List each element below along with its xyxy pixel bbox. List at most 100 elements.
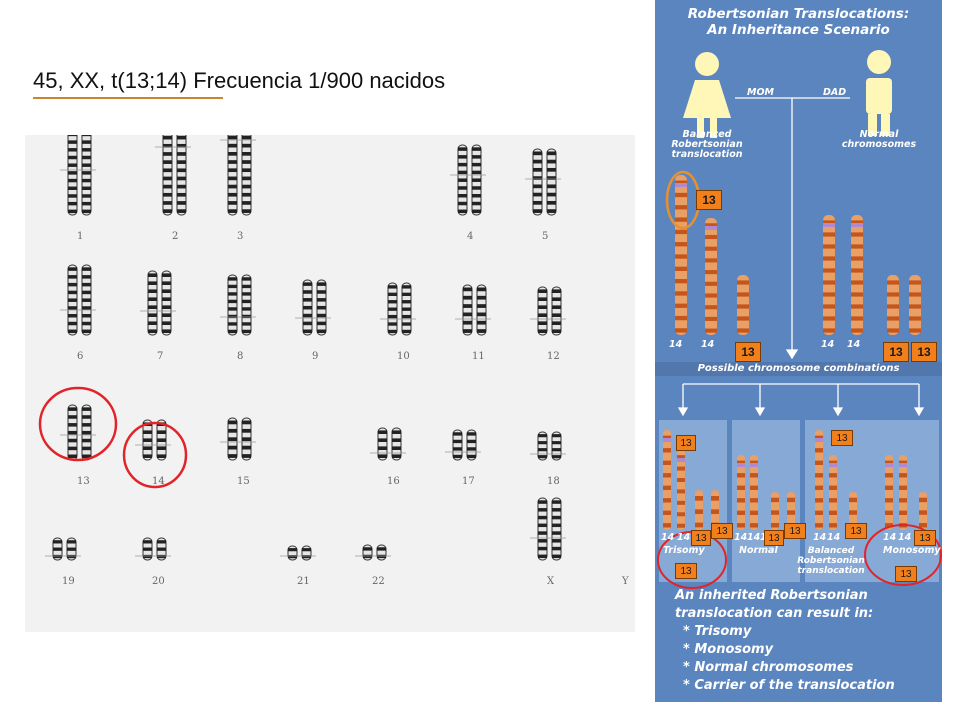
- chromosome-1-a: [67, 135, 78, 216]
- karyotype-label-17: 17: [462, 476, 475, 487]
- chromosome-8-a: [227, 274, 238, 336]
- karyotype-label-13: 13: [77, 476, 90, 487]
- inheritance-connectors: [677, 97, 925, 417]
- outcome-trisomy: Trisomy: [663, 545, 705, 556]
- chromosome-15-a: [227, 417, 238, 461]
- o3-translocation-chromosome: [815, 430, 823, 530]
- outcome-monosomy: Monosomy: [883, 545, 941, 556]
- chromosome-1-b: [81, 135, 92, 216]
- tag-13-o1-b: 13: [711, 523, 733, 539]
- chromosome-X-b: [551, 497, 562, 561]
- chromosome-10-b: [401, 282, 412, 336]
- o2-chromosome-13-a: [771, 492, 779, 530]
- o4-chromosome-14-b: [899, 455, 907, 530]
- chromosome-21-b: [301, 545, 312, 561]
- chromosome-7-a: [147, 270, 158, 336]
- chromosome-14-b: [156, 419, 167, 461]
- dad-chrom-label-a: 14: [821, 339, 835, 350]
- poster-title-line1: Robertsonian Translocations:: [687, 6, 910, 22]
- karyotype-label-7: 7: [157, 351, 163, 362]
- karyotype-label-15: 15: [237, 476, 250, 487]
- chromosome-5-a: [532, 148, 543, 216]
- karyotype-label-10: 10: [397, 351, 410, 362]
- mom-chromosome-14: [705, 218, 717, 335]
- tag-13-o2-a: 13: [764, 530, 784, 546]
- karyotype-label-X: X: [547, 576, 555, 587]
- chromosome-4-a: [457, 144, 468, 216]
- o1-label-a: 14: [661, 532, 675, 543]
- karyotype-label-12: 12: [547, 351, 560, 362]
- summary-item-2: * Monosomy: [683, 642, 774, 657]
- summary-title-line2: translocation can result in:: [675, 606, 874, 621]
- o1-translocation-chromosome: [663, 430, 671, 530]
- tag-13-mom-translocation: 13: [696, 190, 722, 210]
- chromosome-2-a: [162, 135, 173, 216]
- chromosome-9-b: [316, 279, 327, 336]
- o4-chromosome-13: [919, 492, 927, 530]
- chromosome-X-a: [537, 497, 548, 561]
- chromosome-20-b: [156, 537, 167, 561]
- karyotype-label-9: 9: [312, 351, 318, 362]
- tag-13-dad-b: 13: [911, 342, 937, 362]
- chromosome-9-a: [302, 279, 313, 336]
- mom-chrom-label-b: 14: [701, 339, 715, 350]
- karyotype-label-22: 22: [372, 576, 385, 587]
- mom-label: MOM: [747, 87, 774, 98]
- mom-figure-icon: [683, 52, 731, 138]
- karyotype-label-6: 6: [77, 351, 83, 362]
- chromosome-20-a: [142, 537, 153, 561]
- chromosome-12-a: [537, 286, 548, 336]
- chromosome-6-a: [67, 264, 78, 336]
- poster-title-line2: An Inheritance Scenario: [707, 22, 890, 38]
- o4-label-b: 14: [898, 532, 912, 543]
- chromosome-16-b: [391, 427, 402, 461]
- chromosome-15-b: [241, 417, 252, 461]
- chromosome-2-b: [176, 135, 187, 216]
- karyotype-label-2: 2: [172, 231, 178, 242]
- tag-13-o3-a: 13: [845, 523, 867, 539]
- o2-label-a: 14: [734, 532, 748, 543]
- chromosome-22-a: [362, 544, 373, 561]
- mom-translocation-chromosome: [675, 175, 687, 335]
- chromosome-7-b: [161, 270, 172, 336]
- poster-drawing: [655, 50, 942, 589]
- karyotype-label-16: 16: [387, 476, 400, 487]
- mom-chromosome-13: [737, 275, 749, 335]
- o3-chromosome-14: [829, 455, 837, 530]
- chromosome-drawings: [663, 175, 927, 530]
- o1-chromosome-13-a: [695, 490, 703, 530]
- summary-item-1: * Trisomy: [683, 624, 752, 639]
- chromosome-12-b: [551, 286, 562, 336]
- chromosome-18-b: [551, 431, 562, 461]
- chromosome-11-a: [462, 284, 473, 336]
- karyotype-label-3: 3: [237, 231, 243, 242]
- chromosome-13-b: [81, 404, 92, 461]
- mom-chrom-label-a: 14: [669, 339, 683, 350]
- chromosome-21-a: [287, 545, 298, 561]
- chromosome-11-b: [476, 284, 487, 336]
- chromosome-16-a: [377, 427, 388, 461]
- chromosome-14-a: [142, 419, 153, 461]
- combinations-bar: [655, 362, 942, 376]
- karyotype-label-5: 5: [542, 231, 548, 242]
- tag-13-monosomy-bottom: 13: [895, 566, 917, 582]
- tag-13-dad-a: 13: [883, 342, 909, 362]
- chromosome-3-b: [241, 135, 252, 216]
- formula-underline: [33, 97, 223, 99]
- chromosome-6-b: [81, 264, 92, 336]
- karyotype-label-18: 18: [547, 476, 560, 487]
- dad-chromosome-13-a: [887, 275, 899, 335]
- karyotype-label-19: 19: [62, 576, 75, 587]
- chromosome-5-b: [546, 148, 557, 216]
- o1-chromosome-14: [677, 450, 685, 530]
- dad-chromosome-13-b: [909, 275, 921, 335]
- chromosome-13-a: [67, 404, 78, 461]
- o2-label-b: 14: [747, 532, 761, 543]
- tag-13-o1-top: 13: [676, 435, 696, 451]
- o4-chromosome-14-a: [885, 455, 893, 530]
- slide-title: 45, XX, t(13;14) Frecuencia 1/900 nacido…: [33, 68, 445, 94]
- summary-title-line1: An inherited Robertsonian: [675, 588, 868, 603]
- monosomy-circle: [864, 524, 942, 586]
